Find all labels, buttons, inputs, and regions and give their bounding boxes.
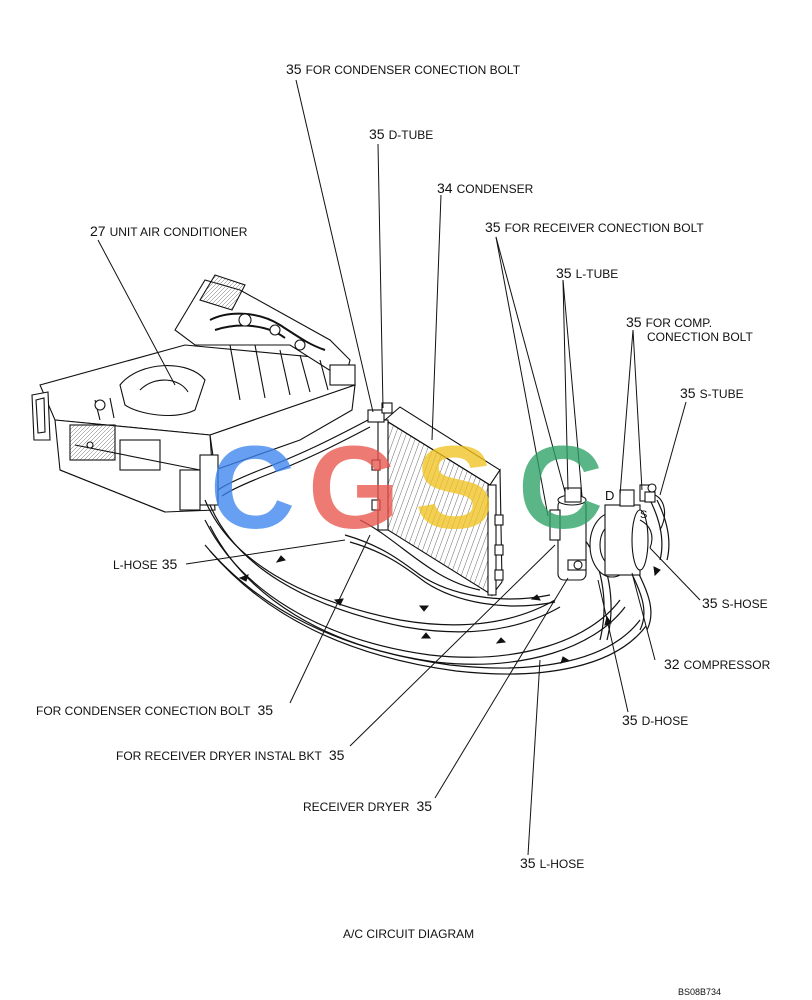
label-text: FOR RECEIVER CONECTION BOLT <box>504 221 704 235</box>
label-number: 35 <box>626 314 642 330</box>
label-text: UNIT AIR CONDITIONER <box>109 225 248 239</box>
unit-air-conditioner <box>31 274 356 513</box>
diagram-caption: A/C CIRCUIT DIAGRAM <box>343 927 475 941</box>
flow-arrows <box>238 555 661 664</box>
label-number: 35 <box>556 265 572 281</box>
label-condenser-conection-bolt-bottom: FOR CONDENSER CONECTION BOLT 35 <box>36 703 273 718</box>
label-number: 35 <box>680 385 696 401</box>
label-number: 35 <box>257 702 274 718</box>
label-text: L-TUBE <box>575 267 619 281</box>
port-marker-s: S <box>640 509 647 521</box>
label-number: 35 <box>416 798 433 814</box>
label-number: 35 <box>702 595 718 611</box>
label-text: L-HOSE <box>113 558 158 572</box>
label-number: 35 <box>161 556 178 572</box>
label-text: RECEIVER DRYER <box>303 800 410 814</box>
label-text-line-2: CONECTION BOLT <box>647 330 753 344</box>
label-text: S-TUBE <box>699 387 744 401</box>
label-text: COMPRESSOR <box>683 658 771 672</box>
label-number: 35 <box>485 219 501 235</box>
label-number: 27 <box>90 223 106 239</box>
label-text: L-HOSE <box>539 857 585 871</box>
refrigerant-lines <box>204 419 670 675</box>
label-text: FOR RECEIVER DRYER INSTAL BKT <box>116 749 322 763</box>
label-text: FOR COMP. <box>645 316 713 330</box>
label-text: FOR CONDENSER CONECTION BOLT <box>36 704 251 718</box>
compressor <box>589 483 666 578</box>
figure-code: BS08B734 <box>678 987 722 997</box>
label-number: 35 <box>328 747 345 763</box>
label-number: 35 <box>369 126 385 142</box>
label-receiver-dryer: RECEIVER DRYER 35 <box>303 799 432 814</box>
receiver-dryer <box>549 487 587 581</box>
port-marker-d: D <box>605 488 614 503</box>
condenser <box>367 402 504 597</box>
label-number: 34 <box>437 180 453 196</box>
label-number: 35 <box>520 855 536 871</box>
label-text: CONDENSER <box>456 182 534 196</box>
label-text: D-HOSE <box>641 714 689 728</box>
label-number: 35 <box>286 61 302 77</box>
label-number: 35 <box>622 712 638 728</box>
label-text: S-HOSE <box>721 597 768 611</box>
leader-lines <box>97 79 701 856</box>
label-text: FOR CONDENSER CONECTION BOLT <box>305 63 521 77</box>
label-text: D-TUBE <box>388 128 434 142</box>
label-number: 32 <box>664 656 680 672</box>
label-receiver-dryer-instal-bkt: FOR RECEIVER DRYER INSTAL BKT 35 <box>116 748 344 763</box>
